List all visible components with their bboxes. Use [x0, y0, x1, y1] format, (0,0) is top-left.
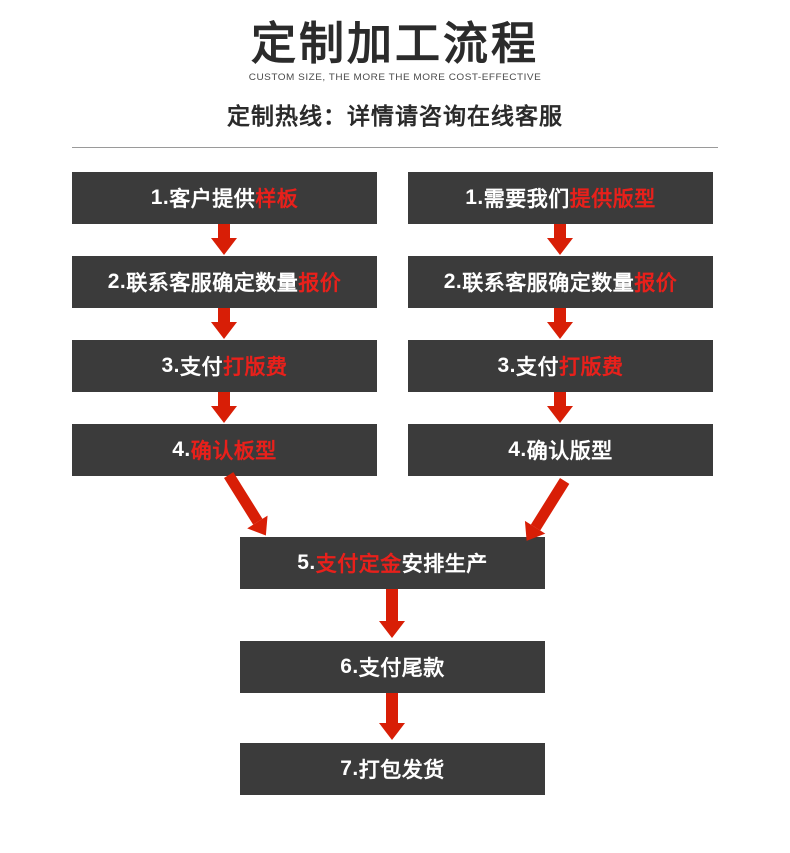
flow-step-left-2-highlight: 报价: [298, 271, 342, 295]
flow-step-right-3: 3.支付打版费: [408, 339, 713, 392]
page-title: 定制加工流程: [250, 18, 539, 69]
process-flow-diagram: 1.客户提供样板 2.联系客服确定数量报价 3.支付打版费 4.确认板型 1.需…: [0, 148, 790, 808]
flow-step-right-2-index: 2.: [443, 269, 463, 293]
flow-step-merged-5-highlight: 支付定金: [315, 552, 402, 576]
flow-step-left-3-highlight: 打版费: [223, 355, 288, 379]
flow-step-left-3-text: 支付: [180, 355, 223, 379]
flow-step-left-4: 4.确认板型: [72, 423, 377, 476]
flow-step-merged-6-text: 支付尾款: [358, 656, 445, 680]
flow-step-left-1-index: 1.: [150, 185, 170, 209]
flow-step-right-3-text: 支付: [516, 355, 559, 379]
hotline-text: 定制热线：详情请咨询在线客服: [227, 102, 563, 129]
flow-step-merged-5: 5.支付定金安排生产: [240, 536, 545, 589]
page-header: 定制加工流程 CUSTOM SIZE, THE MORE THE MORE CO…: [0, 0, 790, 148]
flow-step-merged-7-index: 7.: [340, 756, 359, 780]
header-divider: [72, 146, 718, 148]
flow-step-right-1-text: 需要我们: [483, 187, 570, 211]
flow-step-right-4-index: 4.: [508, 437, 527, 461]
flow-step-left-2: 2.联系客服确定数量报价: [72, 255, 377, 308]
flow-step-right-1: 1.需要我们提供版型: [408, 171, 713, 224]
flow-step-right-4-text: 确认版型: [526, 439, 613, 463]
flow-step-right-2-text: 联系客服确定数量: [462, 271, 635, 295]
flow-step-right-2-highlight: 报价: [634, 271, 678, 295]
flow-step-right-1-index: 1.: [465, 185, 484, 209]
flow-step-merged-5-text: 安排生产: [401, 552, 488, 576]
flow-step-right-3-index: 3.: [497, 353, 516, 377]
flow-step-right-3-highlight: 打版费: [559, 355, 624, 379]
page-subtitle-english: CUSTOM SIZE, THE MORE THE MORE COST-EFFE…: [248, 72, 542, 83]
flow-step-left-1-highlight: 样板: [255, 187, 299, 211]
flow-step-left-3: 3.支付打版费: [72, 339, 377, 392]
flow-step-left-2-index: 2.: [107, 269, 127, 293]
flow-step-left-1-text: 客户提供: [169, 187, 256, 211]
flow-step-left-4-index: 4.: [172, 437, 191, 461]
flow-step-merged-6-index: 6.: [340, 654, 359, 678]
flow-step-left-4-highlight: 确认板型: [190, 439, 277, 463]
flow-step-merged-7-text: 打包发货: [358, 758, 445, 782]
flow-step-right-2: 2.联系客服确定数量报价: [408, 255, 713, 308]
flow-step-right-1-highlight: 提供版型: [569, 187, 656, 211]
flow-step-right-4: 4.确认版型: [408, 423, 713, 476]
flow-step-left-2-text: 联系客服确定数量: [126, 271, 299, 295]
flow-step-merged-6: 6.支付尾款: [240, 640, 545, 693]
flow-step-merged-5-index: 5.: [297, 550, 316, 574]
flow-step-merged-7: 7.打包发货: [240, 742, 545, 795]
flow-step-left-3-index: 3.: [161, 353, 180, 377]
flow-step-left-1: 1.客户提供样板: [72, 171, 377, 224]
